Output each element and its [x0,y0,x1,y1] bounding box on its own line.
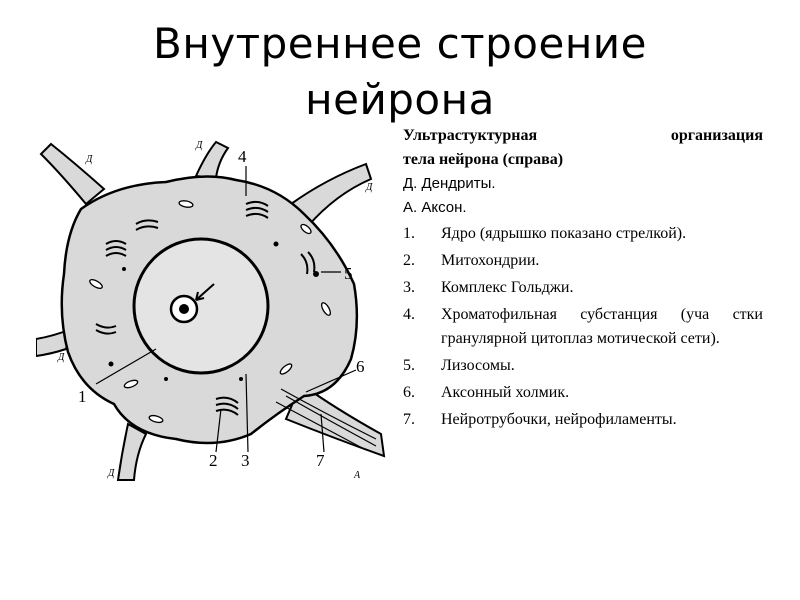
legend-heading-line-2: тела нейрона (справа) [403,148,763,172]
label-a: А [353,470,361,481]
legend-item: 3.Комплекс Гольджи. [403,276,763,300]
legend-item-text: Аксонный холмик. [441,381,763,405]
legend-item: 4.Хроматофильная субстанция (уча стки гр… [403,303,763,351]
legend-item: 2.Митохондрии. [403,249,763,273]
label-d-top-left: Д [85,154,93,165]
label-7: 7 [316,451,325,470]
legend-item: 1.Ядро (ядрышко показано стрелкой). [403,222,763,246]
slide-title-line-2: нейрона [0,72,800,128]
legend-item-number: 4. [403,303,441,351]
legend-item-number: 1. [403,222,441,246]
legend-heading-word-2: организация [671,124,763,148]
legend-axon: А. Аксон. [403,196,763,220]
nucleus [134,239,268,373]
legend-item-text: Хроматофильная субстанция (уча стки гран… [441,303,763,351]
label-2: 2 [209,451,218,470]
legend-item-text: Митохондрии. [441,249,763,273]
neuron-diagram-svg: 4 5 1 2 3 6 7 Д Д Д Д Д А [36,134,386,482]
label-6: 6 [356,357,365,376]
legend-item-text: Комплекс Гольджи. [441,276,763,300]
label-d-right: Д [365,182,373,193]
label-d-top: Д [195,140,203,151]
legend-heading: Ультрастуктурная организация тела нейрон… [403,124,763,172]
label-4: 4 [238,147,247,166]
label-d-left: Д [57,352,65,363]
legend-item-number: 5. [403,354,441,378]
dendrite-top-left [41,144,104,204]
dendrite-bottom-left [118,424,146,480]
legend-item-number: 3. [403,276,441,300]
legend-item-number: 6. [403,381,441,405]
slide-title-line-1: Внутреннее строение [0,16,800,72]
label-5: 5 [344,264,353,283]
label-3: 3 [241,451,250,470]
legend-panel: Ультрастуктурная организация тела нейрон… [403,124,763,435]
legend-item-text: Ядро (ядрышко показано стрелкой). [441,222,763,246]
legend-item: 6.Аксонный холмик. [403,381,763,405]
label-1: 1 [78,387,87,406]
neuron-diagram: 4 5 1 2 3 6 7 Д Д Д Д Д А [36,134,386,482]
legend-dendrites: Д. Дендриты. [403,172,763,196]
legend-heading-word-1: Ультрастуктурная [403,124,537,148]
legend-item-text: Лизосомы. [441,354,763,378]
legend-list: 1.Ядро (ядрышко показано стрелкой). 2.Ми… [403,222,763,432]
legend-item-text: Нейротрубочки, нейрофиламенты. [441,408,763,432]
label-d-bottom: Д [107,468,115,479]
legend-item: 7.Нейротрубочки, нейрофиламенты. [403,408,763,432]
legend-heading-line-1: Ультрастуктурная организация [403,124,763,148]
legend-item: 5.Лизосомы. [403,354,763,378]
legend-item-number: 2. [403,249,441,273]
legend-item-number: 7. [403,408,441,432]
nucleolus-core [179,304,189,314]
slide-title: Внутреннее строение нейрона [0,16,800,128]
